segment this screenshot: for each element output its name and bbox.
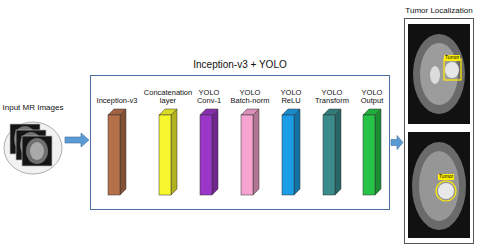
tumor-box	[444, 59, 461, 80]
result-panel: Tumor LocalizationTumorTumor	[404, 18, 474, 244]
layer-block	[102, 107, 132, 197]
block-top	[200, 109, 218, 115]
label-area: YOLO Conv-1	[193, 86, 226, 105]
layer-label: YOLO Batch-norm	[229, 89, 272, 106]
block-top	[282, 109, 300, 115]
block-front	[108, 115, 120, 195]
layer-block	[357, 107, 387, 197]
layer-label: YOLO Conv-1	[193, 89, 226, 106]
block-side	[375, 109, 381, 195]
block-side	[253, 109, 259, 195]
label-area: Inception-v3	[93, 86, 142, 105]
block-front	[200, 115, 212, 195]
container-heading: Tumor Localization	[405, 6, 473, 15]
brain-inner	[419, 151, 459, 221]
tumor-tag: Tumor	[438, 174, 454, 180]
layer-block-node: YOLO Conv-1	[193, 86, 226, 197]
mri-slice	[22, 136, 52, 166]
layer-block	[235, 107, 265, 197]
layer-block-node: YOLO Batch-norm	[229, 86, 272, 197]
input-group: Input MR Images	[2, 104, 64, 176]
brain-inner	[30, 142, 44, 160]
block-top	[108, 109, 126, 115]
mri-image	[408, 132, 470, 238]
label-area: YOLO ReLU	[276, 86, 307, 105]
label-area: YOLO Transform	[312, 86, 353, 105]
layer-label: Concatenation layer	[142, 89, 195, 106]
brain-inner	[420, 43, 458, 105]
ventricle	[430, 66, 440, 84]
layer-block-node: YOLO Output	[357, 86, 388, 197]
tumor-circle	[436, 181, 456, 201]
layer-block	[194, 107, 224, 197]
flow-arrow	[391, 136, 403, 150]
layer-label: Inception-v3	[93, 97, 142, 105]
layer-block-node: Inception-v3	[93, 86, 142, 197]
block-side	[335, 109, 341, 195]
block-side	[294, 109, 300, 195]
block-top	[159, 109, 177, 115]
block-top	[323, 109, 341, 115]
tumor-tag: Tumor	[444, 55, 460, 61]
block-front	[282, 115, 294, 195]
layer-block	[276, 107, 306, 197]
label-area: YOLO Batch-norm	[229, 86, 272, 105]
tumor-region	[438, 183, 454, 199]
container-heading: Inception-v3 + YOLO	[91, 59, 389, 70]
block-top	[363, 109, 381, 115]
layer-block	[153, 107, 183, 197]
label-area: Concatenation layer	[142, 86, 195, 105]
layer-block-node: YOLO ReLU	[276, 86, 307, 197]
block-side	[120, 109, 126, 195]
block-side	[212, 109, 218, 195]
block-front	[363, 115, 375, 195]
block-side	[171, 109, 177, 195]
layer-label: YOLO Transform	[312, 89, 353, 106]
block-front	[241, 115, 253, 195]
brain-shape	[26, 138, 48, 164]
layer-block-node: Concatenation layer	[142, 86, 195, 197]
stack-outline	[4, 122, 62, 174]
block-top	[241, 109, 259, 115]
tumor-region	[445, 62, 459, 78]
mri-result-illustration	[405, 19, 475, 243]
mri-stack-illustration	[2, 118, 64, 176]
brain-shape	[412, 142, 466, 230]
block-front	[323, 115, 335, 195]
brain-shape	[413, 34, 465, 114]
layer-label: YOLO Output	[357, 89, 388, 106]
mri-image	[408, 24, 470, 124]
flow-arrow	[65, 133, 89, 147]
layer-block-node: YOLO Transform	[312, 86, 353, 197]
input-label: Input MR Images	[2, 104, 64, 113]
model-container: Inception-v3 + YOLOInception-v3Concatena…	[90, 75, 390, 210]
block-front	[159, 115, 171, 195]
label-area: YOLO Output	[357, 86, 388, 105]
layer-label: YOLO ReLU	[276, 89, 307, 106]
layer-block	[317, 107, 347, 197]
